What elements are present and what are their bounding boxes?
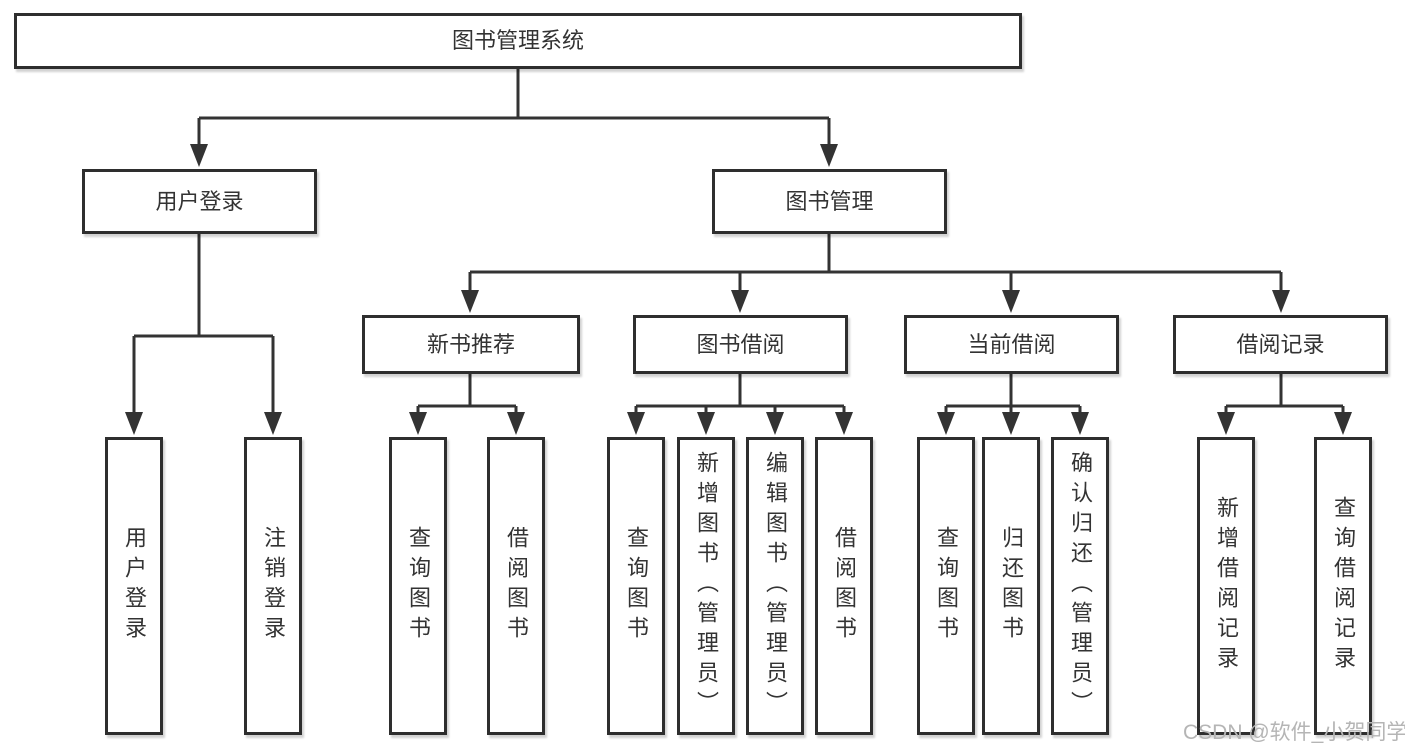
node-borrow-books-borrow: 借阅图书: [815, 437, 873, 735]
node-borrow-records: 借阅记录: [1173, 315, 1388, 374]
node-logout-label: 注销登录: [261, 526, 286, 646]
node-user-login: 用户登录: [105, 437, 163, 735]
node-query-borrow-record: 查询借阅记录: [1314, 437, 1372, 735]
node-add-borrow-record: 新增借阅记录: [1197, 437, 1255, 735]
node-query-books-borrow-label: 查询图书: [624, 526, 649, 646]
node-user-login-group: 用户登录: [82, 169, 317, 234]
node-new-book-recommend: 新书推荐: [362, 315, 580, 374]
node-library-system-label: 图书管理系统: [451, 28, 584, 53]
node-query-books-recommend: 查询图书: [389, 437, 447, 735]
node-library-system: 图书管理系统: [14, 13, 1022, 69]
watermark: CSDN @软件_小贺同学: [1183, 721, 1405, 744]
node-user-login-group-label: 用户登录: [155, 188, 244, 214]
node-current-borrow: 当前借阅: [904, 315, 1119, 374]
node-book-management: 图书管理: [712, 169, 947, 234]
node-book-management-label: 图书管理: [785, 188, 874, 214]
node-return-books: 归还图书: [982, 437, 1040, 735]
node-borrow-records-label: 借阅记录: [1236, 331, 1325, 357]
node-add-borrow-record-label: 新增借阅记录: [1214, 496, 1239, 676]
node-edit-book-admin-label: 编辑图书（管理员）: [763, 451, 788, 721]
node-new-book-recommend-label: 新书推荐: [426, 331, 515, 357]
node-borrow-books-borrow-label: 借阅图书: [832, 526, 857, 646]
node-confirm-return-admin: 确认归还（管理员）: [1051, 437, 1109, 735]
node-confirm-return-admin-label: 确认归还（管理员）: [1068, 451, 1093, 721]
node-book-borrow-label: 图书借阅: [696, 331, 785, 357]
node-query-books-current: 查询图书: [917, 437, 975, 735]
node-borrow-books-recommend-label: 借阅图书: [504, 526, 529, 646]
node-return-books-label: 归还图书: [999, 526, 1024, 646]
arrowheads: [125, 144, 1352, 435]
node-add-book-admin: 新增图书（管理员）: [677, 437, 735, 735]
node-query-borrow-record-label: 查询借阅记录: [1331, 496, 1356, 676]
node-query-books-borrow: 查询图书: [607, 437, 665, 735]
node-add-book-admin-label: 新增图书（管理员）: [694, 451, 719, 721]
node-query-books-current-label: 查询图书: [934, 526, 959, 646]
node-borrow-books-recommend: 借阅图书: [487, 437, 545, 735]
node-book-borrow: 图书借阅: [633, 315, 848, 374]
node-logout: 注销登录: [244, 437, 302, 735]
node-edit-book-admin: 编辑图书（管理员）: [746, 437, 804, 735]
node-current-borrow-label: 当前借阅: [967, 331, 1056, 357]
node-query-books-recommend-label: 查询图书: [406, 526, 431, 646]
node-user-login-label: 用户登录: [122, 526, 147, 646]
